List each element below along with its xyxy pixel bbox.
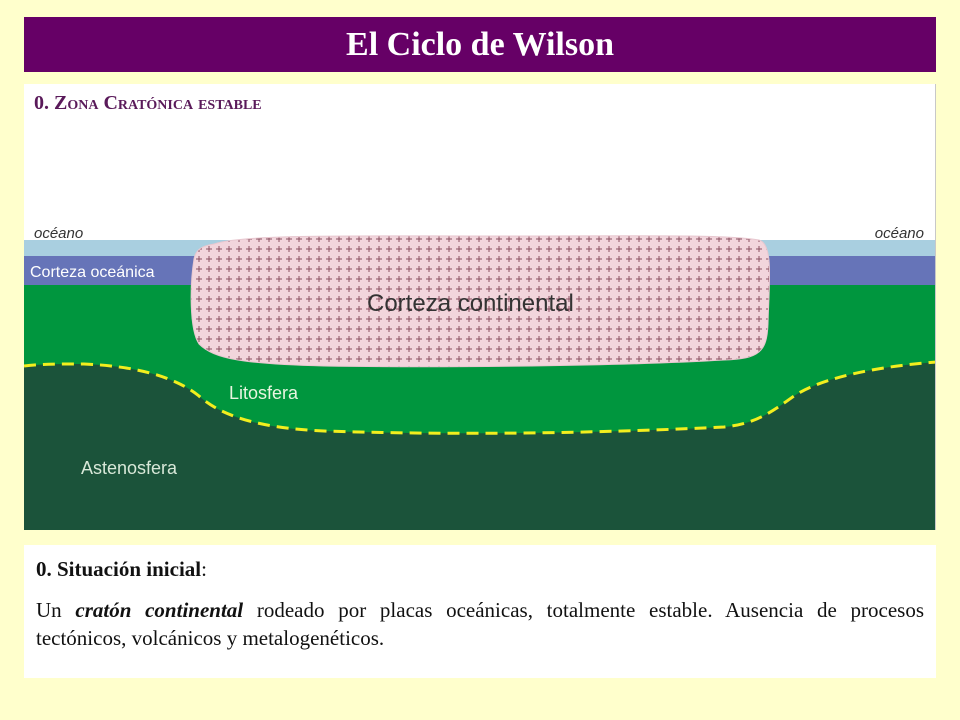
- description-heading-colon: :: [201, 557, 207, 581]
- description-paragraph: Un cratón continental rodeado por placas…: [36, 596, 924, 652]
- oceanic-crust-label: Corteza oceánica: [30, 264, 155, 281]
- ocean-label-left: océano: [34, 225, 83, 242]
- ocean-label-right: océano: [875, 225, 924, 242]
- description-heading: 0. Situación inicial:: [36, 557, 924, 582]
- lithosphere-label: Litosfera: [229, 383, 299, 403]
- description-box: 0. Situación inicial: Un cratón continen…: [24, 545, 936, 678]
- asthenosphere-label: Astenosfera: [81, 458, 178, 478]
- slide-title: El Ciclo de Wilson: [24, 17, 936, 72]
- description-heading-text: 0. Situación inicial: [36, 557, 202, 581]
- continental-crust-label: Corteza continental: [367, 290, 574, 317]
- wilson-cycle-diagram: 0. Zona Cratónica estable océano océano …: [24, 84, 936, 530]
- description-text-rest: rodeado por placas oceánicas, totalmente…: [36, 598, 924, 650]
- description-text-start: Un: [36, 598, 76, 622]
- description-emphasis: cratón continental: [75, 598, 244, 622]
- lithosphere-boundary-line: [24, 360, 935, 435]
- stage-label: 0. Zona Cratónica estable: [34, 92, 262, 114]
